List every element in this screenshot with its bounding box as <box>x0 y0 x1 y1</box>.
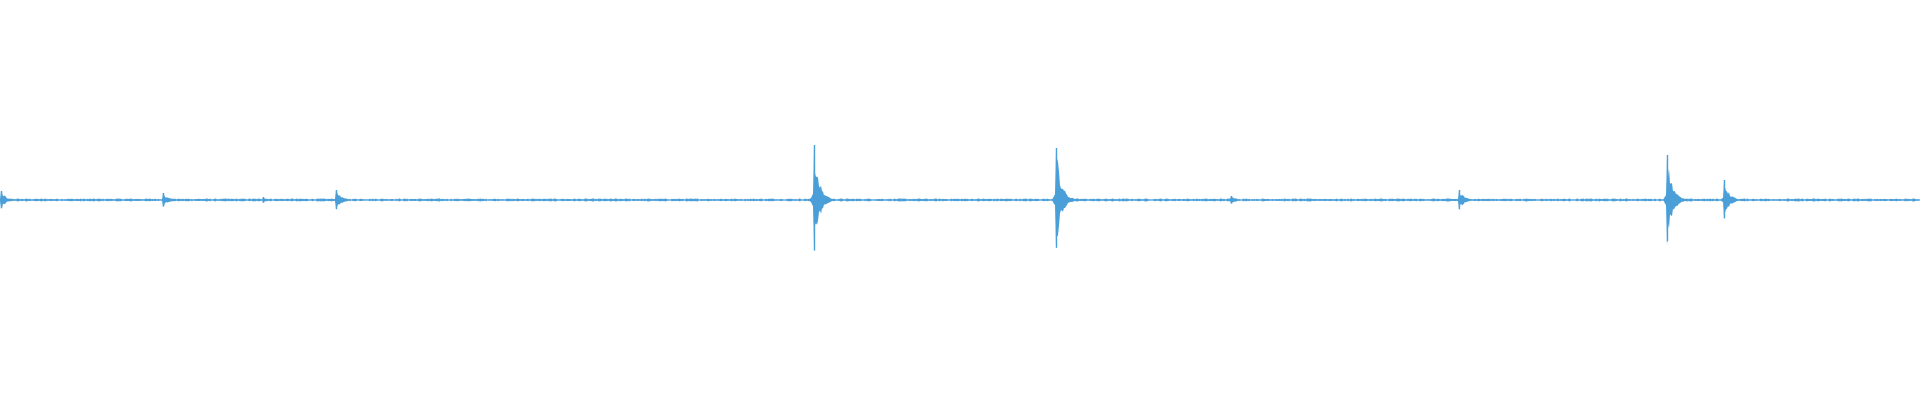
waveform-envelope <box>0 145 1919 249</box>
